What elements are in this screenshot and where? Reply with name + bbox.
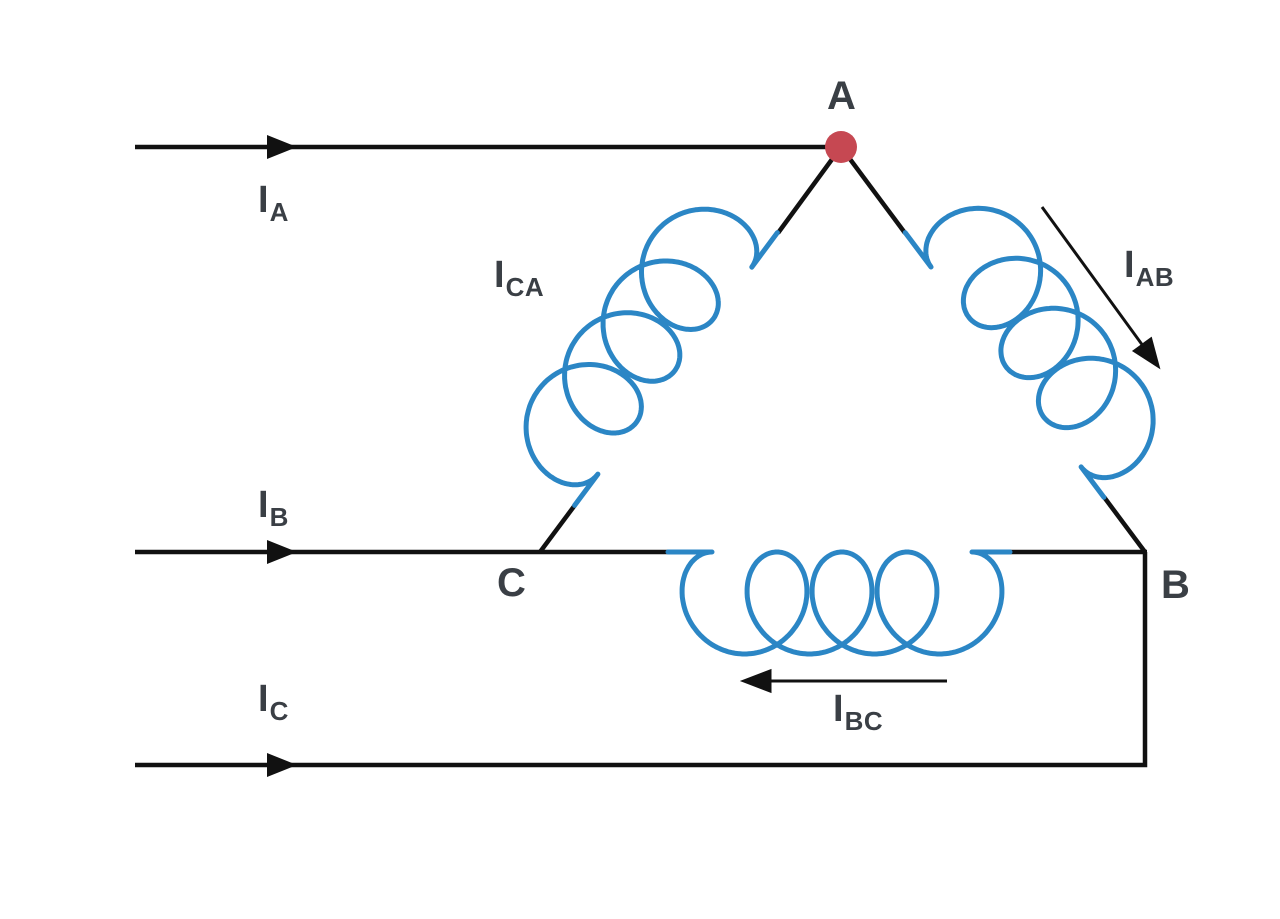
- winding-ca-coil: [523, 206, 780, 508]
- phase-current-label-iab: IAB: [1124, 244, 1175, 292]
- node-c-upper-stub: [538, 503, 577, 554]
- node-label-c: C: [497, 561, 526, 605]
- winding-ab-coil: [902, 205, 1156, 500]
- node-a-left-stub: [776, 145, 843, 235]
- line-current-label-ib: IB: [258, 484, 289, 532]
- current-ib-arrowhead-icon: [267, 540, 297, 564]
- winding-bc-coil: [665, 549, 1013, 657]
- node-label-a: A: [827, 74, 856, 118]
- line-current-label-ic: IC: [258, 678, 289, 726]
- node-b-upper-stub: [1102, 495, 1147, 554]
- phase-current-label-ibc: IBC: [833, 688, 884, 736]
- current-iab-arrow: [1040, 206, 1148, 351]
- node-a-right-stub: [839, 145, 907, 235]
- node-label-b: B: [1161, 563, 1190, 607]
- line-current-label-ia: IA: [258, 179, 289, 227]
- node-a-dot: [825, 131, 857, 163]
- phase-current-label-ica: ICA: [494, 254, 545, 302]
- phase-c-wire: [135, 552, 1148, 768]
- current-ic-arrowhead-icon: [267, 753, 297, 777]
- current-ibc-arrowhead-icon: [739, 668, 772, 694]
- current-ia-arrowhead-icon: [267, 135, 297, 159]
- current-iab-arrowhead-icon: [1131, 336, 1161, 370]
